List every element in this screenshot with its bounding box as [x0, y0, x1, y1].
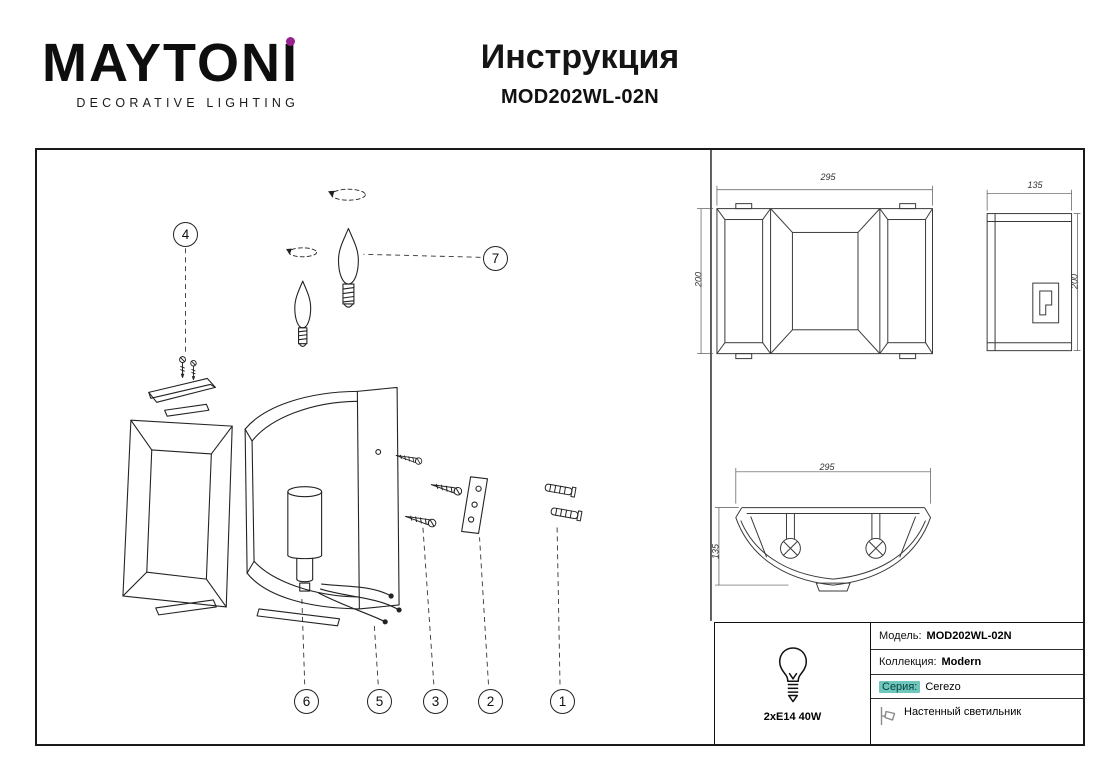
model-label: Модель: — [879, 630, 922, 642]
side-view-drawing — [986, 213, 1073, 352]
rotation-arrowhead — [328, 190, 335, 198]
brand-dot-icon — [286, 37, 296, 46]
rotation-arrowhead — [286, 248, 292, 255]
lamp-socket — [287, 486, 323, 592]
wall-lamp-icon — [880, 707, 896, 725]
callout-2: 2 — [478, 689, 503, 714]
callout-3: 3 — [423, 689, 448, 714]
wires — [318, 583, 402, 625]
collection-label: Коллекция: — [879, 656, 937, 668]
spec-row-type: Настенный светильник — [871, 699, 1083, 744]
bulb-icon — [778, 646, 807, 702]
exploded-view — [122, 188, 583, 627]
instruction-sheet: 4 7 6 5 3 2 1 295 200 135 200 295 135 2x… — [35, 148, 1085, 746]
rotation-arrow-icon — [288, 188, 366, 258]
brand-wordmark: MAYTONI — [42, 36, 299, 90]
mounting-screw — [404, 512, 438, 529]
spec-table: Модель: MOD202WL-02N Коллекция: Modern С… — [871, 623, 1083, 744]
collection-value: Modern — [941, 656, 982, 668]
type-value: Настенный светильник — [904, 706, 1022, 718]
mounting-bracket — [461, 476, 489, 534]
bulb-spec-label: 2xE14 40W — [763, 710, 822, 723]
dim-front-height: 200 — [693, 271, 704, 288]
top-cover-plate — [148, 377, 216, 417]
dim-bottom-width: 295 — [819, 462, 835, 472]
callout-6: 6 — [294, 689, 319, 714]
callout-1: 1 — [550, 689, 575, 714]
series-value: Cerezo — [925, 680, 961, 693]
mounting-screw — [394, 451, 423, 466]
dim-side-depth: 135 — [1027, 180, 1043, 190]
model-value: MOD202WL-02N — [926, 630, 1012, 642]
small-screw — [190, 359, 197, 381]
front-shade-panel — [122, 419, 233, 616]
mounting-screw — [429, 480, 463, 497]
spec-row-model: Модель: MOD202WL-02N — [871, 623, 1083, 650]
series-label: Серия: — [879, 680, 921, 693]
callout-4: 4 — [173, 222, 198, 247]
callout-5: 5 — [367, 689, 392, 714]
dimension-lines — [697, 185, 1081, 586]
title-block: Инструкция MOD202WL-02N — [430, 38, 730, 109]
brand-logo: MAYTONI DECORATIVE LIGHTING — [42, 36, 299, 110]
spec-row-collection: Коллекция: Modern — [871, 650, 1083, 675]
callout-leaders — [185, 248, 561, 685]
dim-side-height: 200 — [1069, 273, 1080, 290]
dim-bottom-depth: 135 — [710, 543, 721, 560]
brand-name: MAYTONI — [42, 33, 300, 93]
lamp-housing — [244, 386, 400, 627]
front-view-drawing — [716, 203, 933, 360]
doc-title: Инструкция — [480, 38, 680, 76]
bulb-spec-cell: 2xE14 40W — [715, 623, 871, 744]
dim-front-width: 295 — [820, 172, 836, 182]
spec-row-series: Серия: Cerezo — [871, 675, 1083, 699]
small-screw — [179, 356, 187, 379]
technical-drawing — [122, 150, 1081, 685]
doc-model-number: MOD202WL-02N — [500, 86, 660, 108]
wall-anchor — [549, 505, 583, 522]
candle-bulb-right — [337, 227, 359, 308]
brand-tagline: DECORATIVE LIGHTING — [76, 96, 300, 110]
wall-anchor — [543, 481, 577, 498]
callout-7: 7 — [483, 246, 508, 271]
spec-box: 2xE14 40W Модель: MOD202WL-02N Коллекция… — [714, 622, 1083, 744]
bottom-view-drawing — [735, 507, 932, 592]
candle-bulb-left — [294, 280, 312, 347]
